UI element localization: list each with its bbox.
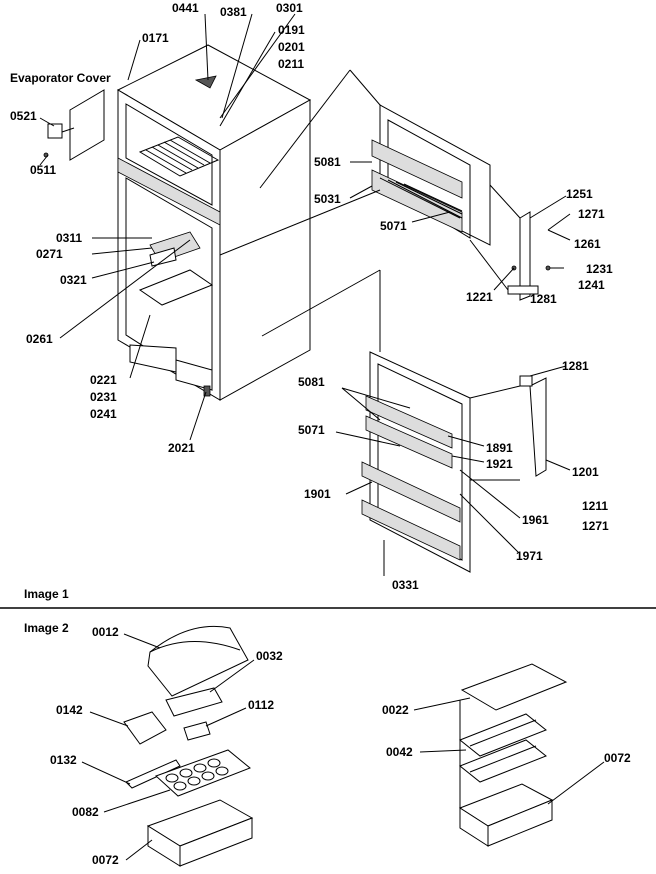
evaporator-cover (43, 89, 105, 161)
label-0511: 0511 (30, 163, 56, 177)
label-0311: 0311 (56, 231, 82, 245)
label-0072-right: 0072 (604, 751, 631, 765)
fresh-food-door (361, 351, 471, 573)
accessory-group-left (123, 625, 254, 867)
evaporator-cover-label: Evaporator Cover (10, 71, 111, 85)
label-0112: 0112 (248, 698, 274, 712)
leader-lines-image2 (81, 633, 605, 861)
label-0271: 0271 (36, 247, 63, 261)
label-5081-freezer: 5081 (314, 155, 341, 169)
label-5071-fresh: 5071 (298, 423, 325, 437)
label-0142: 0142 (56, 703, 83, 717)
labels-image1: 0441 0381 0301 0171 0191 0201 0211 Evapo… (10, 1, 613, 601)
label-1891: 1891 (486, 441, 513, 455)
label-0012: 0012 (92, 625, 119, 639)
label-1231: 1231 (586, 262, 613, 276)
label-0201: 0201 (278, 40, 305, 54)
label-0221: 0221 (90, 373, 117, 387)
labels-image2: 0012 0032 0142 0112 0132 0082 0072 0022 … (50, 625, 631, 867)
label-5071-freezer: 5071 (380, 219, 407, 233)
label-0082: 0082 (72, 805, 99, 819)
label-1281-bottom: 1281 (562, 359, 589, 373)
label-0042: 0042 (386, 745, 413, 759)
label-1241: 1241 (578, 278, 605, 292)
image1-caption: Image 1 (24, 587, 69, 601)
label-1271-top: 1271 (578, 207, 605, 221)
label-0441: 0441 (172, 1, 199, 15)
label-2021: 2021 (168, 441, 195, 455)
label-0521: 0521 (10, 109, 37, 123)
label-0211: 0211 (278, 57, 304, 71)
label-0331: 0331 (392, 578, 419, 592)
fresh-food-hinge-bracket (519, 375, 547, 477)
label-1271-bottom: 1271 (582, 519, 609, 533)
label-0321: 0321 (60, 273, 87, 287)
label-1211: 1211 (582, 499, 608, 513)
label-1971: 1971 (516, 549, 543, 563)
label-1221: 1221 (466, 290, 493, 304)
label-0241: 0241 (90, 407, 117, 421)
accessory-group-right (458, 663, 568, 847)
freezer-door (371, 104, 491, 246)
ice-cups (165, 758, 229, 791)
refrigerator-cabinet (116, 44, 312, 401)
label-1251: 1251 (566, 187, 593, 201)
label-0022: 0022 (382, 703, 409, 717)
label-0301: 0301 (276, 1, 303, 15)
label-5081-fresh: 5081 (298, 375, 325, 389)
label-1261: 1261 (574, 237, 601, 251)
label-0381: 0381 (220, 5, 247, 19)
label-5031: 5031 (314, 192, 341, 206)
label-0032: 0032 (256, 649, 283, 663)
label-1201: 1201 (572, 465, 599, 479)
label-0132: 0132 (50, 753, 77, 767)
label-1901: 1901 (304, 487, 331, 501)
label-1961: 1961 (522, 513, 549, 527)
leader-lines-image1 (39, 13, 571, 576)
freezer-hinge-bracket (507, 211, 551, 301)
label-0171: 0171 (142, 31, 169, 45)
label-0191: 0191 (278, 23, 305, 37)
image2-caption: Image 2 (24, 621, 69, 635)
evaporator-grille (138, 136, 220, 177)
label-0261: 0261 (26, 332, 53, 346)
label-0072-left: 0072 (92, 853, 119, 867)
label-1921: 1921 (486, 457, 513, 471)
label-1281-top: 1281 (530, 292, 557, 306)
label-0231: 0231 (90, 390, 117, 404)
